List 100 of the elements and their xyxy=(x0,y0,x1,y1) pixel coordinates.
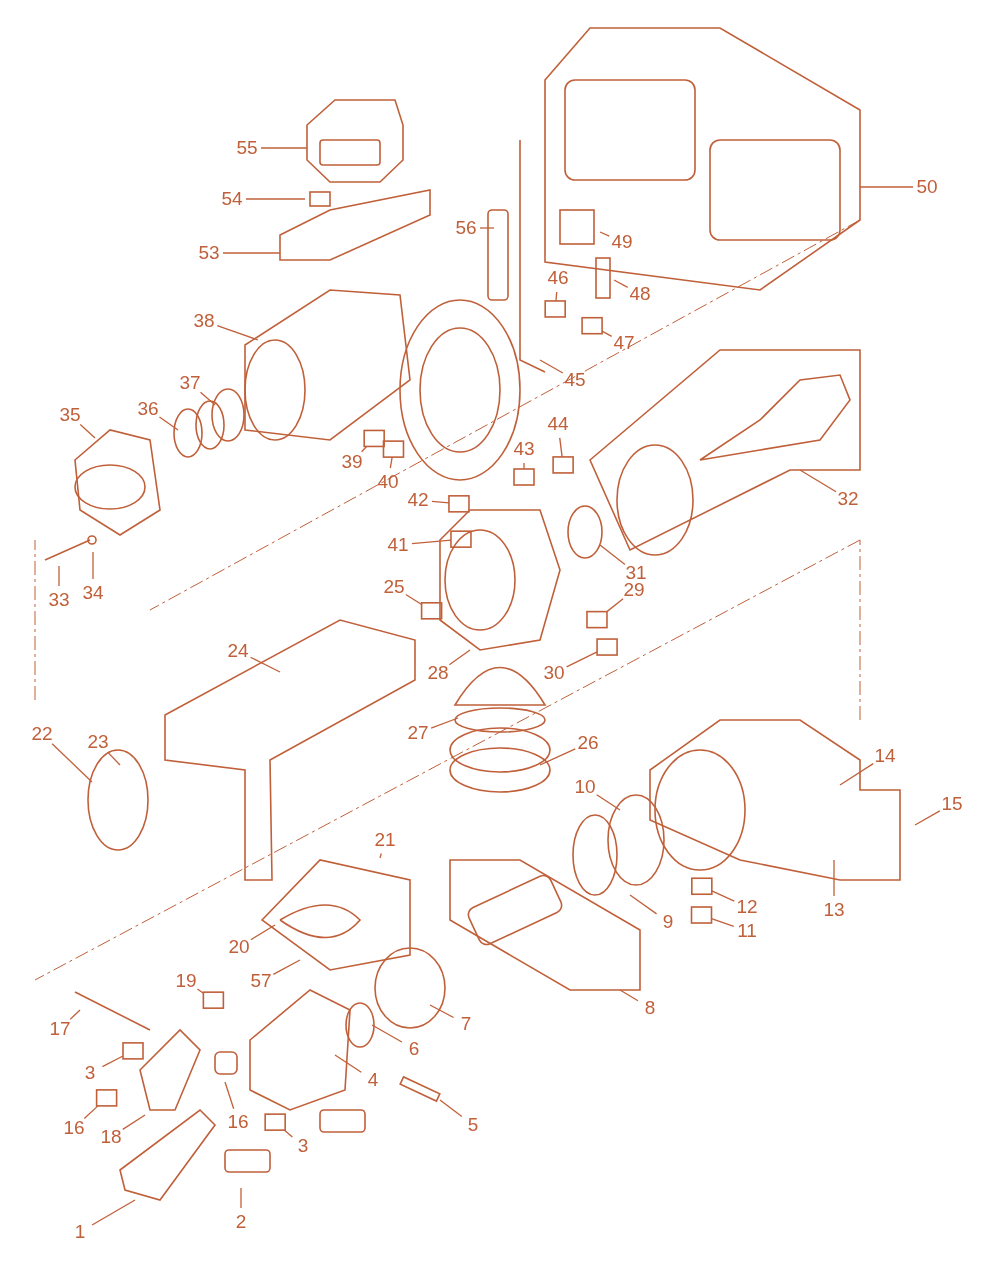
leader-line xyxy=(222,252,281,254)
callout-number: 21 xyxy=(374,830,396,850)
callout-number: 47 xyxy=(613,333,635,353)
leader-line xyxy=(389,456,393,469)
leader-line xyxy=(91,1199,136,1226)
callout-number: 40 xyxy=(377,472,399,492)
callout-number: 30 xyxy=(543,663,565,683)
callout-number: 28 xyxy=(427,663,449,683)
leader-line xyxy=(83,1105,99,1120)
callout-number: 45 xyxy=(564,370,586,390)
leader-line xyxy=(260,147,308,149)
small-part-drawing xyxy=(448,495,470,513)
leader-line xyxy=(107,751,121,766)
callout-number: 9 xyxy=(662,912,674,932)
leader-line xyxy=(158,416,179,431)
leader-line xyxy=(479,227,495,229)
small-part-drawing xyxy=(264,1113,286,1131)
callout-number: 33 xyxy=(48,590,70,610)
leader-line xyxy=(196,988,204,994)
callout-number: 16 xyxy=(63,1118,85,1138)
callout-number: 8 xyxy=(644,998,656,1018)
leader-line xyxy=(58,565,60,587)
callout-number: 22 xyxy=(31,724,53,744)
leader-line xyxy=(559,437,563,458)
leader-line xyxy=(629,894,658,915)
callout-number: 17 xyxy=(49,1019,71,1039)
leader-line xyxy=(360,445,368,453)
callout-number: 24 xyxy=(227,641,249,661)
callout-number: 56 xyxy=(455,218,477,238)
leader-line xyxy=(606,598,624,613)
callout-number: 41 xyxy=(387,535,409,555)
callout-number: 42 xyxy=(407,490,429,510)
callout-number: 29 xyxy=(623,580,645,600)
leader-line xyxy=(250,924,276,941)
callout-number: 3 xyxy=(84,1063,96,1083)
small-part-drawing xyxy=(581,316,603,335)
leader-line xyxy=(199,391,216,406)
leader-line xyxy=(859,186,914,188)
callout-number: 10 xyxy=(574,777,596,797)
leader-line xyxy=(833,859,835,897)
small-part-drawing xyxy=(552,456,574,474)
callout-number: 57 xyxy=(250,971,272,991)
leader-line xyxy=(240,1187,242,1209)
callout-number: 43 xyxy=(513,439,535,459)
leader-line xyxy=(619,989,639,1002)
callout-number: 26 xyxy=(577,733,599,753)
callout-number: 7 xyxy=(460,1014,472,1034)
small-part-drawing xyxy=(95,1089,118,1107)
leader-line xyxy=(216,325,259,341)
leader-line xyxy=(272,959,301,975)
leader-line xyxy=(245,198,306,200)
callout-number: 15 xyxy=(941,794,963,814)
leader-line xyxy=(92,551,94,580)
callout-number: 34 xyxy=(82,583,104,603)
leader-line xyxy=(69,1009,81,1020)
small-part-drawing xyxy=(513,468,535,486)
callout-number: 31 xyxy=(625,563,647,583)
callout-number: 53 xyxy=(198,243,220,263)
callout-number: 11 xyxy=(737,921,757,941)
callout-number: 27 xyxy=(407,723,429,743)
leader-line xyxy=(379,852,382,859)
callout-number: 16 xyxy=(227,1112,249,1132)
callout-number: 12 xyxy=(736,897,758,917)
leader-line xyxy=(334,1054,362,1073)
small-part-drawing xyxy=(586,610,608,629)
leader-line xyxy=(431,500,450,504)
callout-number: 36 xyxy=(137,399,159,419)
leader-line xyxy=(710,917,735,927)
leader-line xyxy=(601,330,613,337)
leader-line xyxy=(914,810,941,826)
callout-number: 54 xyxy=(221,189,243,209)
callout-number: 13 xyxy=(823,900,845,920)
leader-line xyxy=(555,291,558,302)
leader-line xyxy=(224,1081,235,1110)
leader-line xyxy=(613,279,629,288)
leader-line xyxy=(448,649,471,666)
callout-number: 49 xyxy=(611,232,633,252)
leader-line xyxy=(839,762,874,786)
callout-number: 5 xyxy=(467,1115,479,1135)
small-part-drawing xyxy=(420,602,443,620)
callout-number: 25 xyxy=(383,577,405,597)
callout-number: 6 xyxy=(408,1039,420,1059)
callout-number: 4 xyxy=(367,1070,379,1090)
callout-number: 19 xyxy=(175,971,197,991)
leader-line xyxy=(599,231,610,237)
callout-number: 37 xyxy=(179,373,201,393)
leader-line xyxy=(249,656,281,673)
leader-line xyxy=(799,469,837,493)
leader-line xyxy=(596,794,621,811)
leader-line xyxy=(411,539,452,545)
callout-number: 50 xyxy=(916,177,938,197)
small-part-drawing xyxy=(544,300,566,318)
small-part-drawing xyxy=(382,440,405,458)
leader-line xyxy=(539,748,576,766)
leader-line xyxy=(539,359,564,374)
small-part-drawing xyxy=(691,877,713,896)
small-part-drawing xyxy=(690,906,713,924)
leader-line xyxy=(79,423,96,439)
callout-number: 39 xyxy=(341,452,363,472)
small-part-drawing xyxy=(596,638,618,656)
